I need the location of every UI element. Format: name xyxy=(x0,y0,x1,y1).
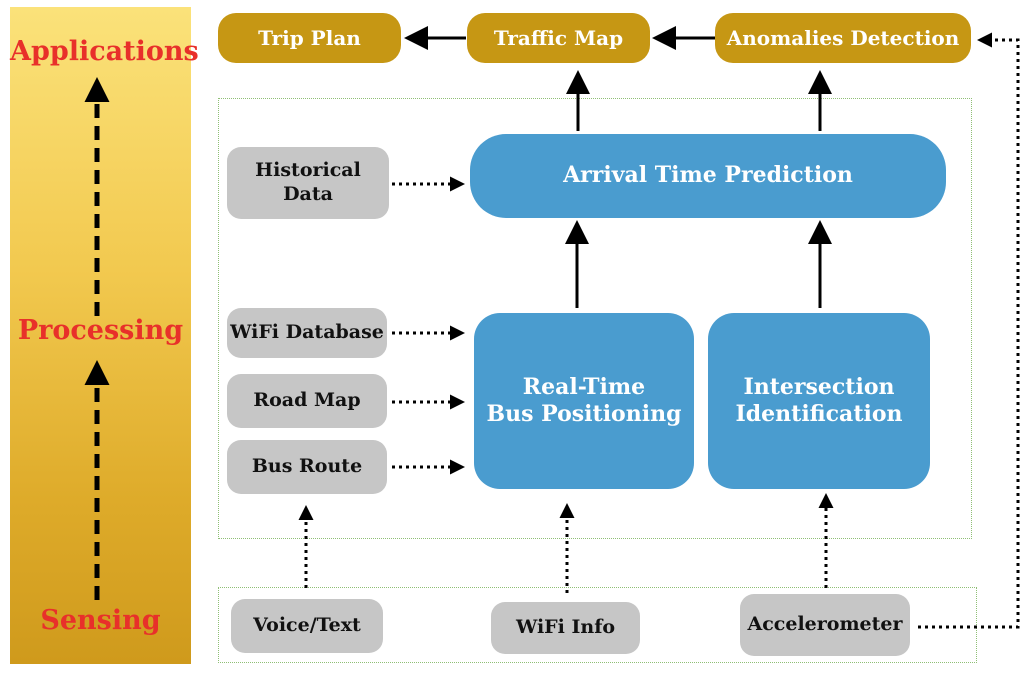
anomalies-detection-box: Anomalies Detection xyxy=(715,13,971,63)
layer-sidebar xyxy=(10,7,191,664)
intersection-identification-box: Intersection Identification xyxy=(708,313,930,489)
road-map-box: Road Map xyxy=(227,374,387,428)
layer-label-processing: Processing xyxy=(17,315,184,346)
bus-route-box: Bus Route xyxy=(227,440,387,494)
realtime-line1: Real-Time xyxy=(522,373,646,400)
wifi-info-box: WiFi Info xyxy=(491,602,640,654)
intersection-line2: Identification xyxy=(735,401,903,427)
accelerometer-box: Accelerometer xyxy=(740,594,910,656)
traffic-map-box: Traffic Map xyxy=(467,13,650,63)
historical-data-line1: Historical xyxy=(255,159,361,182)
arrival-time-prediction-box: Arrival Time Prediction xyxy=(470,134,946,218)
realtime-line2: Bus Positioning xyxy=(486,401,682,427)
trip-plan-box: Trip Plan xyxy=(218,13,401,63)
layer-label-applications: Applications xyxy=(10,36,199,67)
intersection-line1: Intersection xyxy=(743,373,895,400)
historical-data-box: Historical Data xyxy=(227,147,389,219)
arrow-accelerometer-to-anomalies xyxy=(918,32,1020,629)
historical-data-line2: Data xyxy=(283,183,333,205)
wifi-database-box: WiFi Database xyxy=(227,308,387,358)
realtime-bus-positioning-box: Real-Time Bus Positioning xyxy=(474,313,694,489)
voice-text-box: Voice/Text xyxy=(231,599,383,653)
processing-region xyxy=(218,98,972,539)
sensing-region xyxy=(218,587,977,663)
layer-label-sensing: Sensing xyxy=(40,605,161,636)
